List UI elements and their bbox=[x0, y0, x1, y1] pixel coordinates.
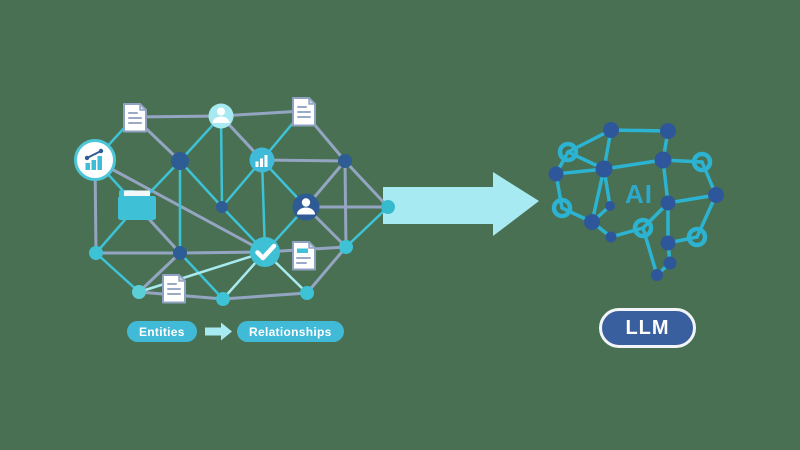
entities-pill: Entities bbox=[127, 321, 197, 342]
knowledge-graph bbox=[74, 97, 395, 306]
caption-arrow-icon bbox=[205, 322, 232, 341]
graph-node bbox=[171, 152, 189, 170]
brain-ring-node bbox=[551, 197, 573, 219]
line-chart-icon bbox=[74, 139, 116, 181]
graph-node bbox=[173, 246, 187, 260]
bar-chart-icon bbox=[249, 147, 275, 173]
brain-node bbox=[651, 269, 663, 281]
document-icon bbox=[292, 97, 316, 127]
brain-nodes bbox=[548, 122, 724, 281]
brain-node bbox=[603, 122, 619, 138]
graph-nodes bbox=[89, 152, 395, 306]
ai-brain: AI bbox=[548, 122, 724, 281]
graph-node bbox=[132, 285, 146, 299]
graph-node bbox=[381, 200, 395, 214]
brain-node bbox=[660, 195, 676, 211]
brain-node bbox=[660, 235, 676, 251]
brain-ring-node bbox=[557, 141, 579, 163]
folder-icon bbox=[118, 190, 156, 220]
brain-node bbox=[548, 166, 564, 182]
document-icon bbox=[162, 274, 186, 304]
graph-node bbox=[339, 240, 353, 254]
graph-node bbox=[300, 286, 314, 300]
brain-node bbox=[605, 231, 617, 243]
brain-node bbox=[584, 214, 600, 230]
graph-node bbox=[216, 201, 228, 213]
graph-node bbox=[338, 154, 352, 168]
brain-node bbox=[708, 187, 724, 203]
brain-ring-node bbox=[686, 226, 708, 248]
ai-label: AI bbox=[625, 179, 653, 209]
check-icon bbox=[250, 237, 280, 267]
brain-node bbox=[605, 201, 615, 211]
transform-arrow bbox=[383, 172, 539, 236]
brain-ring-node bbox=[632, 217, 654, 239]
user-icon bbox=[292, 193, 320, 221]
graph-node bbox=[216, 292, 230, 306]
document-icon bbox=[292, 241, 316, 271]
brain-ring-node bbox=[691, 151, 713, 173]
brain-node bbox=[654, 151, 672, 169]
document-icon bbox=[123, 103, 147, 133]
brain-node bbox=[663, 256, 677, 270]
graph-node bbox=[89, 246, 103, 260]
user-icon bbox=[208, 103, 234, 129]
brain-node bbox=[595, 160, 613, 178]
llm-badge: LLM bbox=[599, 308, 696, 348]
brain-node bbox=[660, 123, 676, 139]
relationships-pill: Relationships bbox=[237, 321, 344, 342]
